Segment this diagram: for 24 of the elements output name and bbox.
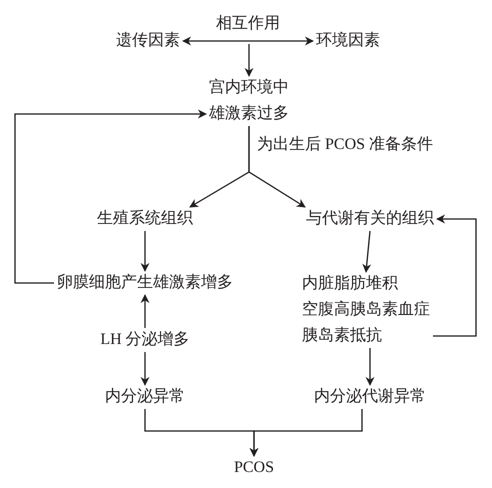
node-text: PCOS [234,455,274,481]
node-text: 内分泌代谢异常 [314,384,426,410]
node-text: 遗传因素 [116,28,180,54]
arrow [140,231,150,272]
arrow [140,352,150,386]
node-text: 内脏脂肪堆积 [302,274,399,294]
arrow [182,36,314,46]
node-text: 卵膜细胞产生雄激素增多 [57,270,233,296]
arrow [250,409,363,457]
arrow [248,126,306,208]
node-text: 胰岛素抵抗 [302,326,383,346]
arrow [362,230,372,273]
arrow [244,44,254,77]
node-text: LH 分泌增多 [100,327,190,353]
arrow [140,294,150,328]
arrow [366,348,374,386]
node-text: 生殖系统组织 [97,206,193,232]
arrow [14,110,207,284]
arrow [433,214,477,337]
node-text: 环境因素 [316,28,380,54]
node-text: 空腹高胰岛素血症 [302,300,430,320]
node-text: 宫内环境中雄激素过多 [209,75,289,127]
node-text: 与代谢有关的组织 [306,206,434,232]
node-text: 内分泌异常 [105,384,185,410]
